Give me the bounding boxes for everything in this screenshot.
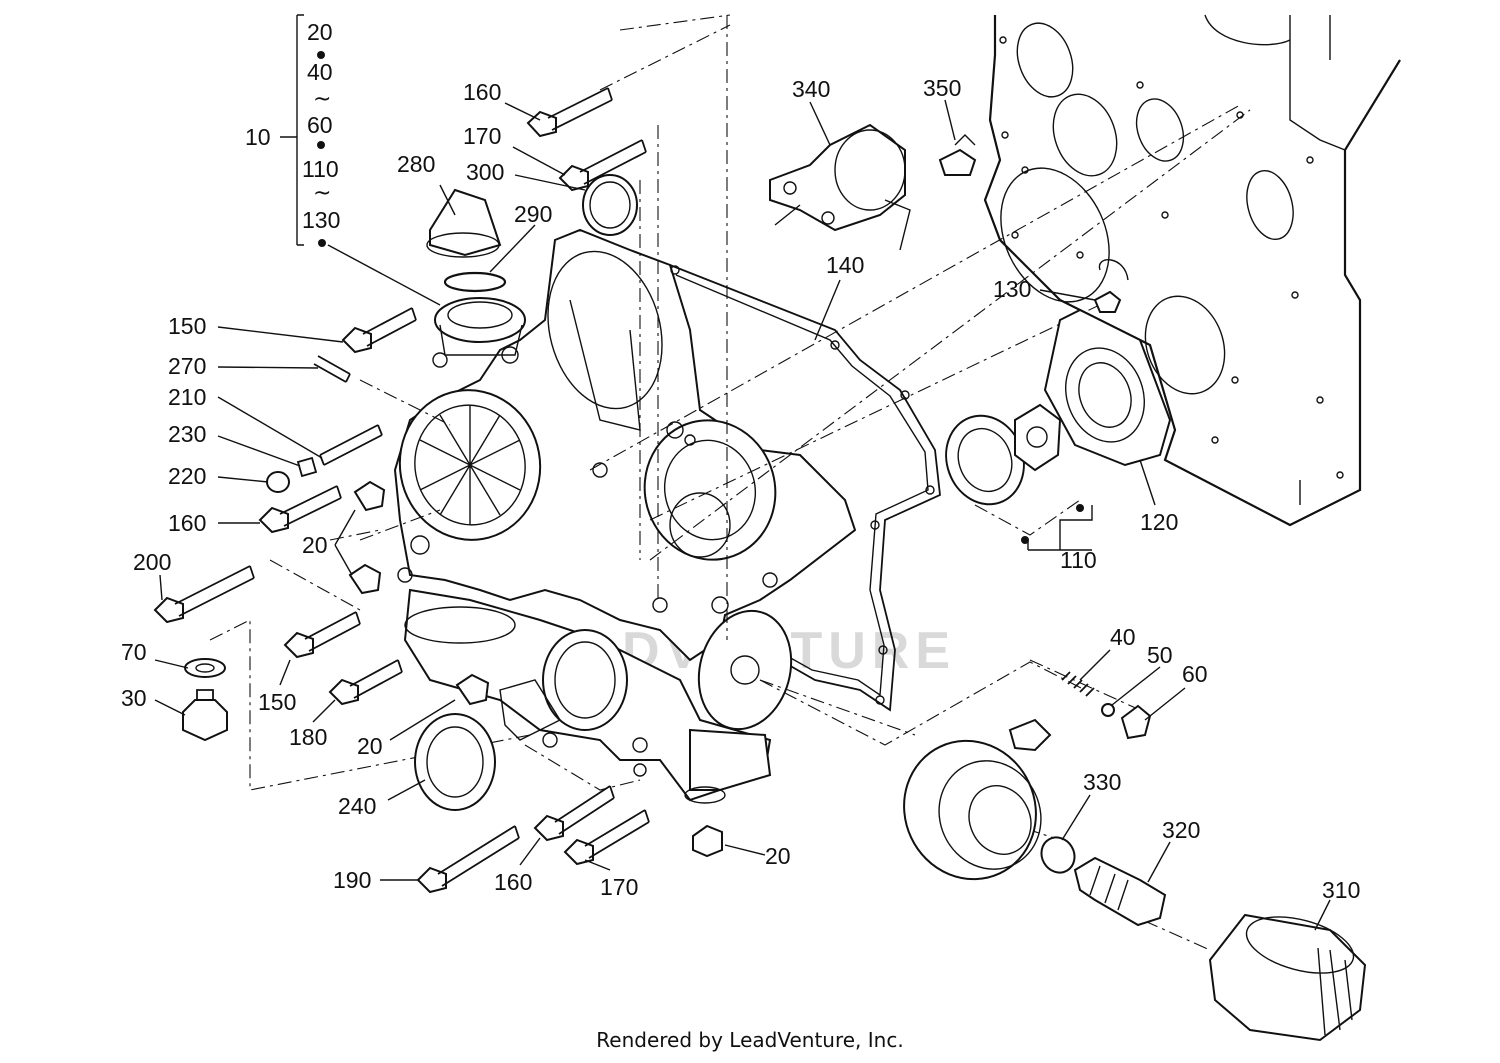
label-160-bottom: 160 — [494, 869, 532, 895]
label-320: 320 — [1162, 817, 1200, 843]
bolt-160-top — [526, 87, 613, 138]
nut-220 — [266, 471, 290, 493]
label-200: 200 — [133, 549, 171, 575]
group-10-member-60: 60 — [307, 112, 333, 138]
bolt-180 — [328, 659, 403, 706]
pump-cover-120 — [1043, 308, 1172, 467]
label-50: 50 — [1147, 642, 1173, 668]
label-340: 340 — [792, 76, 830, 102]
plug-300 — [582, 174, 638, 236]
oil-filter-310 — [1208, 913, 1367, 1042]
bolt-200 — [153, 565, 255, 624]
label-120: 120 — [1140, 509, 1178, 535]
bolt-170-top — [558, 139, 647, 192]
washer-70 — [184, 658, 226, 678]
assembly-centerlines — [209, 14, 1251, 951]
oil-filler-cap-280 — [426, 188, 502, 258]
washer-330 — [1040, 836, 1076, 874]
bolt-350 — [938, 134, 977, 176]
label-110: 110 — [1060, 547, 1097, 573]
bolt-160-mid — [258, 485, 342, 534]
assembly-dot-markers — [317, 51, 1084, 544]
label-330: 330 — [1083, 769, 1121, 795]
group-10-range-1: ~ — [313, 87, 331, 112]
group-10-range-2: ~ — [313, 181, 331, 206]
group-10-member-110: 110 — [302, 156, 339, 182]
washer-230 — [296, 456, 318, 478]
bolt-190 — [416, 825, 520, 894]
plug-20-mid — [455, 673, 490, 706]
label-350: 350 — [923, 75, 961, 101]
label-20-bottom: 20 — [765, 843, 791, 869]
label-30: 30 — [121, 685, 147, 711]
leader-lines — [154, 14, 1331, 931]
spring-40 — [1061, 671, 1095, 697]
label-270: 270 — [168, 353, 206, 379]
group-10-member-130: 130 — [302, 207, 340, 233]
label-140: 140 — [826, 252, 864, 278]
oil-pump-rotor-110 — [945, 403, 1062, 506]
group-10-member-20: 20 — [307, 19, 333, 45]
label-280: 280 — [397, 151, 435, 177]
bolt-130 — [1093, 290, 1122, 313]
drain-plug-30 — [182, 689, 228, 742]
label-170-bottom: 170 — [600, 874, 638, 900]
label-20-mid: 20 — [357, 733, 383, 759]
label-230: 230 — [168, 421, 206, 447]
bolt-160-bottom — [533, 785, 615, 842]
label-290: 290 — [514, 201, 552, 227]
label-160-mid: 160 — [168, 510, 206, 536]
group-10-member-40: 40 — [307, 59, 333, 85]
label-190: 190 — [333, 867, 371, 893]
label-70: 70 — [121, 639, 147, 665]
stud-210 — [319, 424, 383, 466]
label-310: 310 — [1322, 877, 1360, 903]
label-300: 300 — [466, 159, 504, 185]
plug-20-upper — [353, 480, 386, 512]
label-240: 240 — [338, 793, 376, 819]
label-210: 210 — [168, 384, 206, 410]
label-150-low: 150 — [258, 689, 296, 715]
label-60: 60 — [1182, 661, 1208, 687]
label-150-top: 150 — [168, 313, 206, 339]
label-130: 130 — [993, 276, 1031, 302]
plug-20-bottom — [692, 824, 723, 858]
plug-60 — [1120, 704, 1152, 740]
label-20-left: 20 — [302, 532, 328, 558]
ball-50 — [1101, 703, 1115, 717]
footer-credit: Rendered by LeadVenture, Inc. — [596, 1028, 904, 1052]
label-220: 220 — [168, 463, 206, 489]
label-40: 40 — [1110, 624, 1136, 650]
oil-seal-240 — [414, 713, 496, 811]
bolt-150-low — [283, 611, 361, 659]
label-180: 180 — [289, 724, 327, 750]
o-ring-290 — [443, 271, 507, 293]
stud-270 — [313, 355, 351, 383]
engine-block — [983, 14, 1401, 527]
plug-20-lower — [348, 563, 382, 595]
label-170-top: 170 — [463, 123, 501, 149]
oil-cooler-housing — [903, 718, 1052, 881]
solenoid-340 — [769, 123, 911, 251]
label-160-top: 160 — [463, 79, 501, 105]
gear-case-housing — [393, 228, 941, 804]
bolt-150-top — [341, 307, 417, 354]
label-10: 10 — [245, 124, 271, 150]
bolt-170-bottom — [563, 809, 650, 866]
fitting-320 — [1073, 856, 1167, 927]
